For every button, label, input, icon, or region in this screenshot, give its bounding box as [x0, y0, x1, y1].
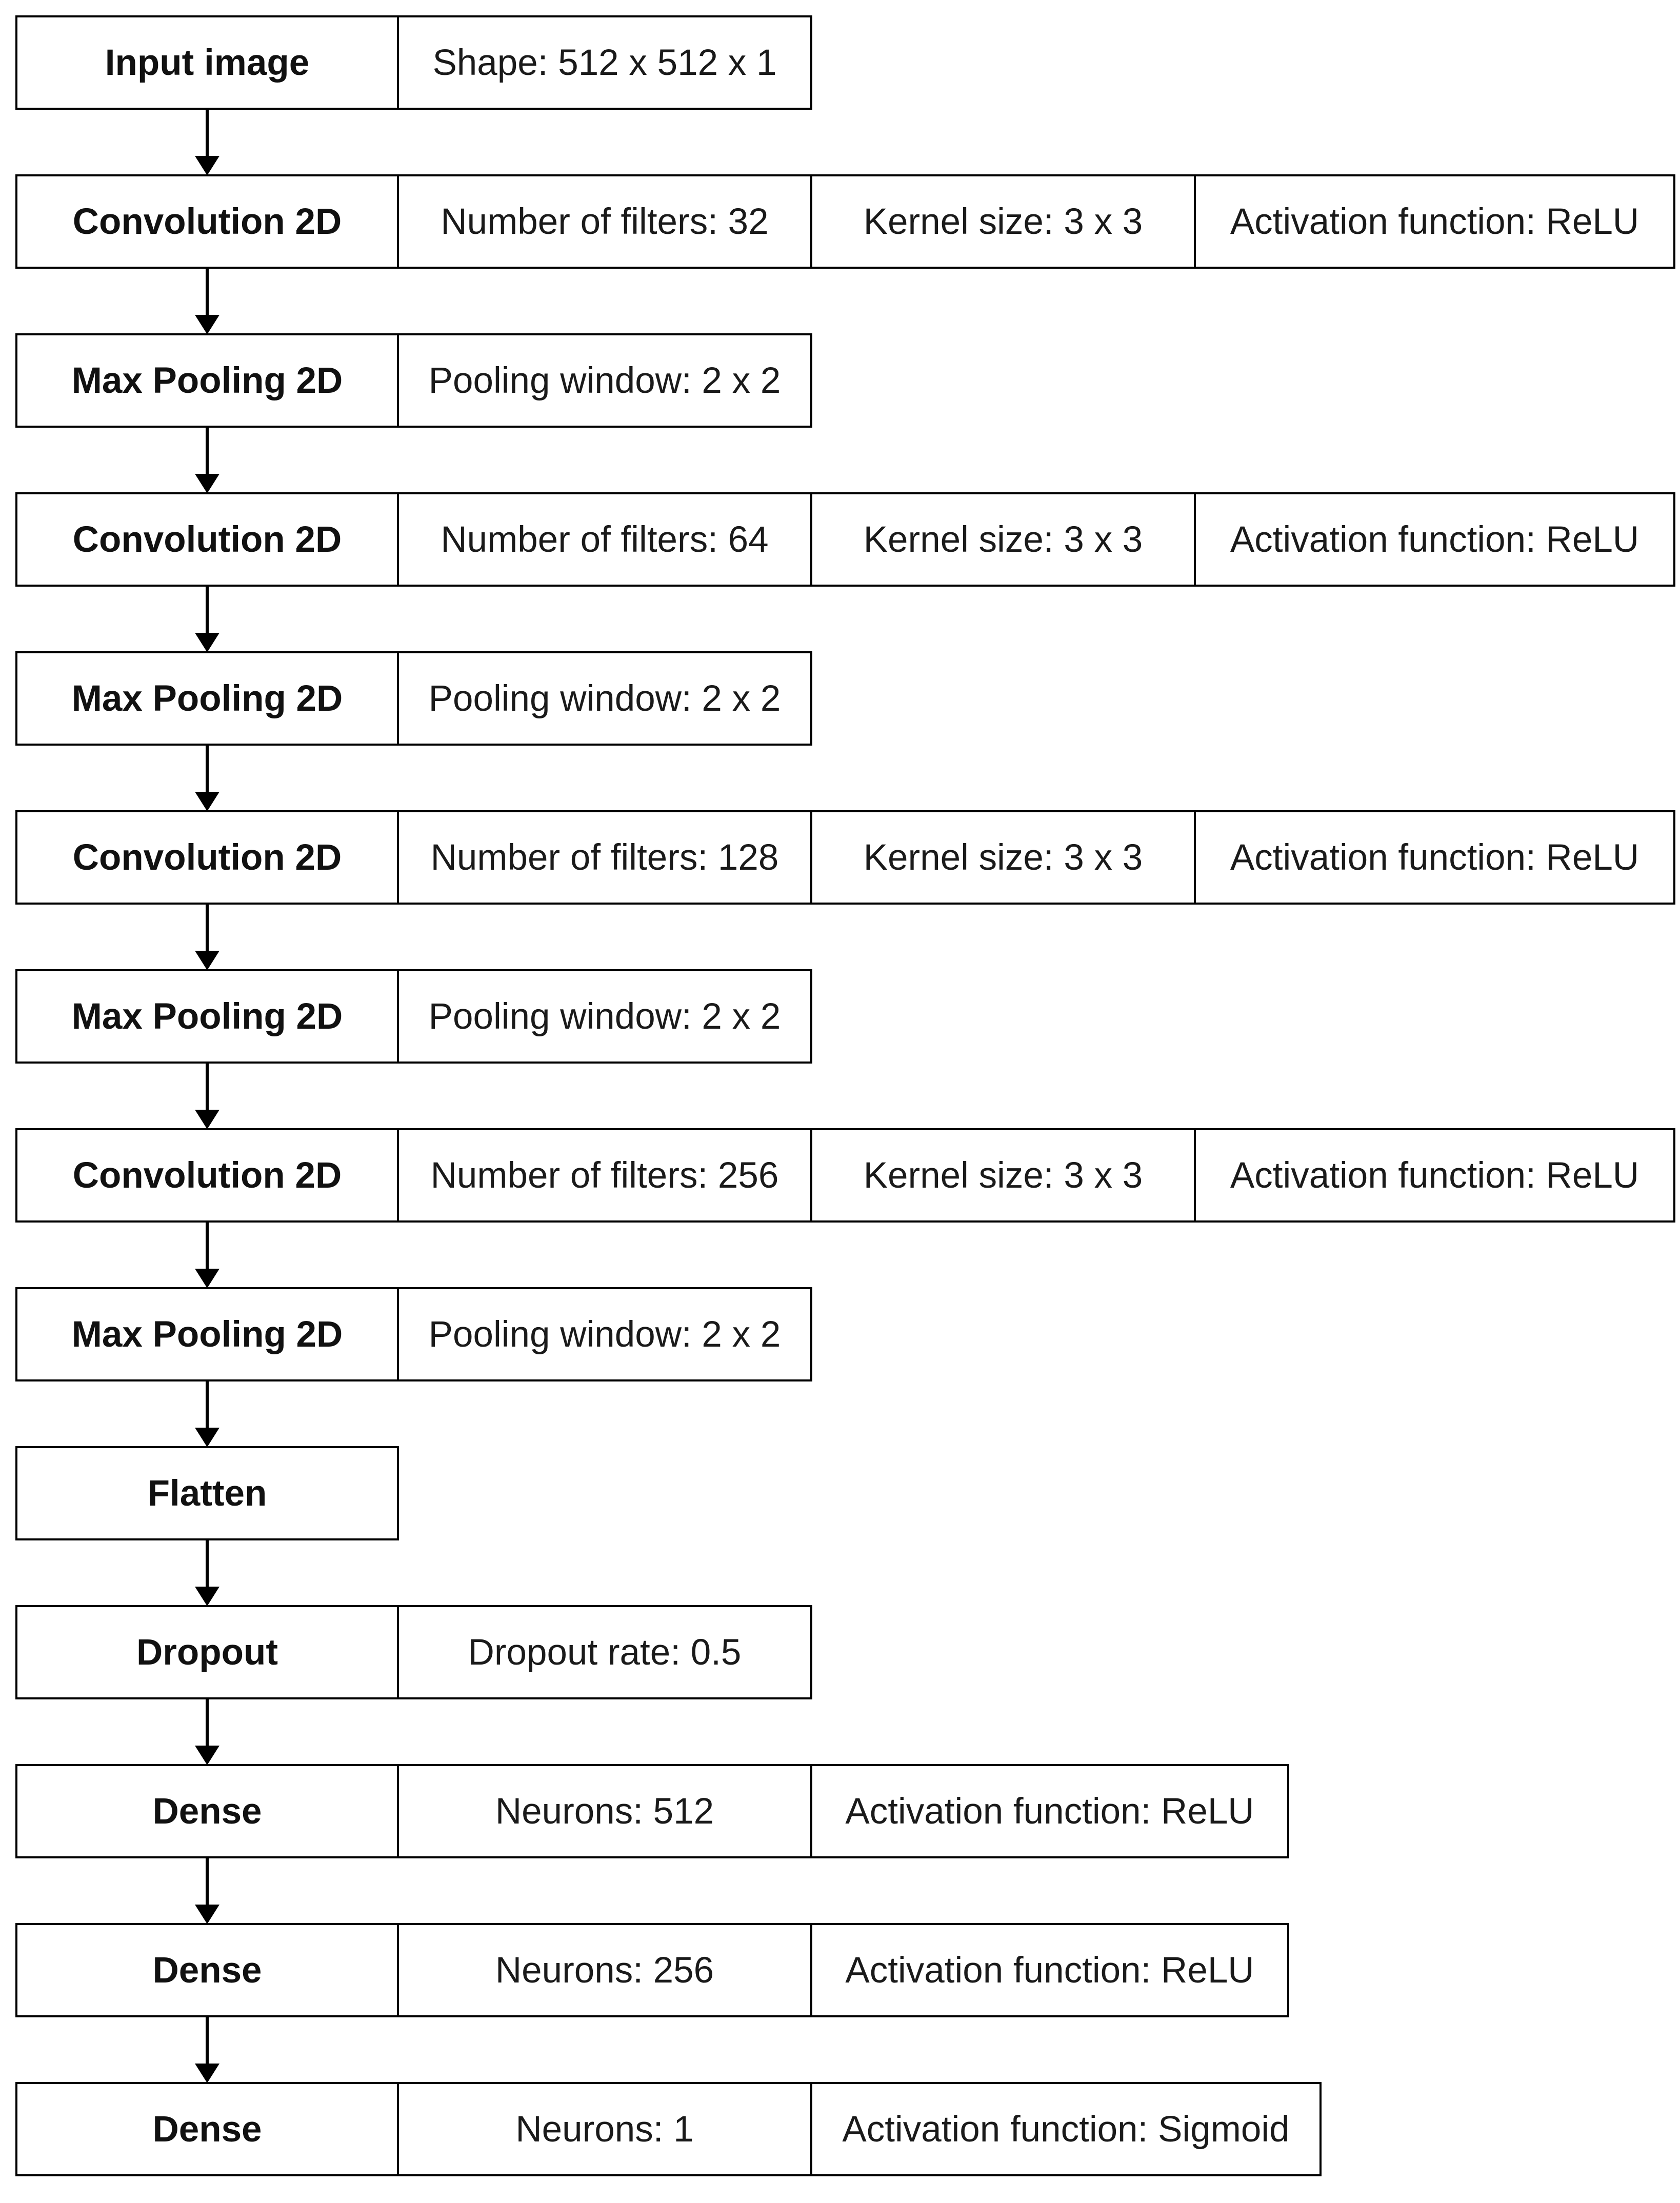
layer-name: Dense [15, 1923, 399, 2017]
flow-arrow [195, 1858, 219, 1924]
layer-param: Kernel size: 3 x 3 [810, 810, 1196, 905]
flow-arrow [195, 1699, 219, 1765]
flow-arrow [195, 428, 219, 493]
layer-max-pooling-2d: Max Pooling 2D Pooling window: 2 x 2 [15, 969, 812, 1064]
layer-param: Activation function: ReLU [1194, 174, 1675, 269]
layer-dense: Dense Neurons: 512 Activation function: … [15, 1764, 1289, 1858]
layer-name: Max Pooling 2D [15, 969, 399, 1064]
layer-param: Kernel size: 3 x 3 [810, 174, 1196, 269]
layer-dropout: Dropout Dropout rate: 0.5 [15, 1605, 812, 1699]
layer-param: Pooling window: 2 x 2 [397, 969, 812, 1064]
layer-name: Convolution 2D [15, 492, 399, 587]
flow-arrow [195, 269, 219, 334]
layer-param: Number of filters: 32 [397, 174, 812, 269]
layer-param: Shape: 512 x 512 x 1 [397, 15, 812, 110]
flow-arrow [195, 587, 219, 652]
layer-param: Number of filters: 128 [397, 810, 812, 905]
layer-param: Neurons: 256 [397, 1923, 812, 2017]
layer-name: Max Pooling 2D [15, 1287, 399, 1381]
layer-param: Pooling window: 2 x 2 [397, 333, 812, 428]
layer-name: Dense [15, 2082, 399, 2176]
layer-convolution-2d: Convolution 2D Number of filters: 64 Ker… [15, 492, 1675, 587]
layer-param: Activation function: ReLU [1194, 492, 1675, 587]
layer-param: Dropout rate: 0.5 [397, 1605, 812, 1699]
flow-arrow [195, 110, 219, 175]
flow-arrow [195, 905, 219, 970]
layer-name: Max Pooling 2D [15, 651, 399, 746]
layer-param: Neurons: 1 [397, 2082, 812, 2176]
flow-arrow [195, 1381, 219, 1447]
layer-convolution-2d: Convolution 2D Number of filters: 128 Ke… [15, 810, 1675, 905]
layer-dense: Dense Neurons: 256 Activation function: … [15, 1923, 1289, 2017]
flow-arrow [195, 1064, 219, 1129]
layer-max-pooling-2d: Max Pooling 2D Pooling window: 2 x 2 [15, 333, 812, 428]
layer-input-image: Input image Shape: 512 x 512 x 1 [15, 15, 812, 110]
layer-param: Pooling window: 2 x 2 [397, 1287, 812, 1381]
layer-param: Pooling window: 2 x 2 [397, 651, 812, 746]
layer-param: Number of filters: 64 [397, 492, 812, 587]
flow-arrow [195, 2017, 219, 2083]
layer-name: Flatten [15, 1446, 399, 1540]
layer-param: Activation function: ReLU [810, 1764, 1289, 1858]
layer-param: Kernel size: 3 x 3 [810, 492, 1196, 587]
layer-name: Dense [15, 1764, 399, 1858]
layer-param: Activation function: ReLU [810, 1923, 1289, 2017]
flow-arrow [195, 1540, 219, 1606]
layer-param: Kernel size: 3 x 3 [810, 1128, 1196, 1223]
layer-dense: Dense Neurons: 1 Activation function: Si… [15, 2082, 1322, 2176]
layer-name: Input image [15, 15, 399, 110]
layer-param: Activation function: ReLU [1194, 1128, 1675, 1223]
layer-param: Number of filters: 256 [397, 1128, 812, 1223]
layer-param: Activation function: Sigmoid [810, 2082, 1322, 2176]
layer-name: Dropout [15, 1605, 399, 1699]
flow-arrow [195, 1223, 219, 1288]
layer-name: Convolution 2D [15, 174, 399, 269]
layer-name: Convolution 2D [15, 1128, 399, 1223]
flow-arrow [195, 746, 219, 811]
layer-max-pooling-2d: Max Pooling 2D Pooling window: 2 x 2 [15, 651, 812, 746]
layer-flatten: Flatten [15, 1446, 399, 1540]
layer-max-pooling-2d: Max Pooling 2D Pooling window: 2 x 2 [15, 1287, 812, 1381]
layer-param: Activation function: ReLU [1194, 810, 1675, 905]
layer-name: Convolution 2D [15, 810, 399, 905]
layer-convolution-2d: Convolution 2D Number of filters: 32 Ker… [15, 174, 1675, 269]
layer-convolution-2d: Convolution 2D Number of filters: 256 Ke… [15, 1128, 1675, 1223]
layer-param: Neurons: 512 [397, 1764, 812, 1858]
layer-name: Max Pooling 2D [15, 333, 399, 428]
